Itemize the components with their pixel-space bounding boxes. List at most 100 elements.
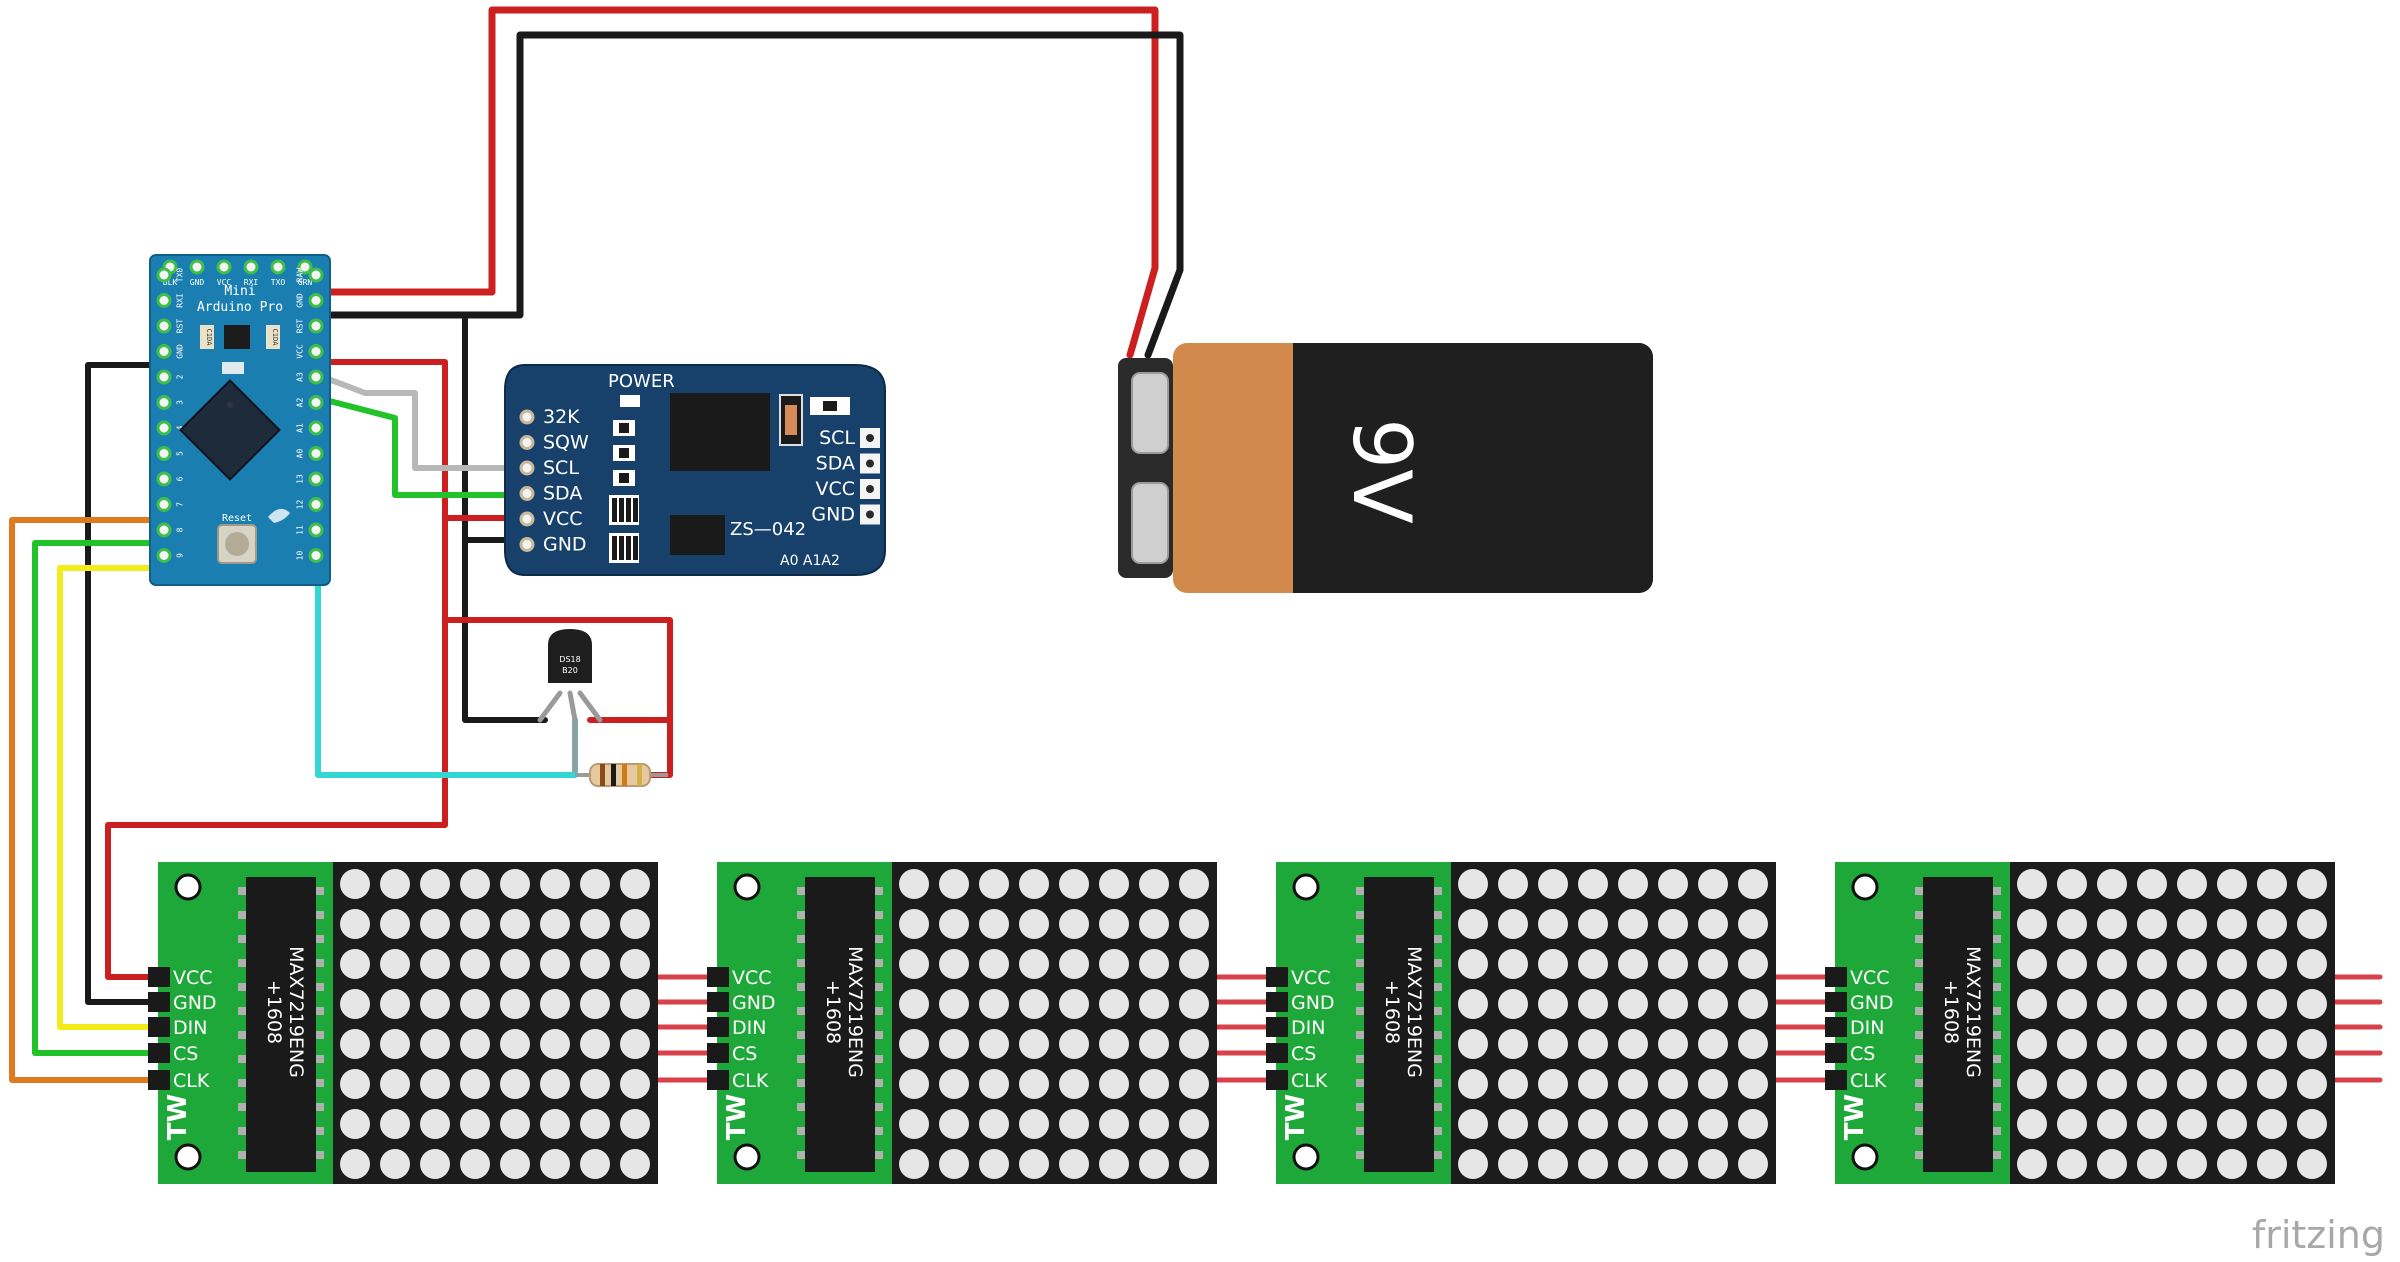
matrix-mount-hole: [1292, 1143, 1320, 1171]
arduino-left-pin[interactable]: [156, 446, 172, 461]
wire-battery-black[interactable]: [314, 31, 1184, 359]
matrix-header-pin[interactable]: [707, 1070, 729, 1090]
matrix-header-pin[interactable]: [1266, 1017, 1288, 1037]
wire-battery-red[interactable]: [314, 6, 1159, 359]
arduino-right-pin[interactable]: [308, 344, 324, 359]
arduino-left-pin[interactable]: [156, 497, 172, 512]
rtc-left-pin-label: SDA: [543, 483, 582, 505]
wire-clk[interactable]: [9, 517, 168, 1083]
led-dot: [2017, 1069, 2047, 1099]
wire-resistor-3[interactable]: [577, 690, 603, 723]
led-dot: [1019, 1149, 1049, 1179]
matrix-header-pin[interactable]: [148, 1070, 170, 1090]
arduino-right-pin[interactable]: [308, 395, 324, 410]
temperature-sensor[interactable]: DS18 B20: [548, 629, 592, 683]
matrix-header-pin[interactable]: [148, 992, 170, 1012]
wire-resistor[interactable]: [537, 690, 563, 723]
wire-din[interactable]: [57, 565, 168, 1030]
arduino-right-pin[interactable]: [308, 293, 324, 308]
arduino-right-pin[interactable]: [308, 548, 324, 563]
rtc-module[interactable]: POWER ZS—042 A0 A1A2 32KSQWSCLSDAVCCGND …: [504, 364, 886, 576]
chip-leg: [314, 1031, 324, 1039]
wire-cs[interactable]: [32, 540, 168, 1056]
matrix-header-pin[interactable]: [148, 967, 170, 987]
led-dot: [1498, 1109, 1528, 1139]
wire-resistor-2[interactable]: [567, 690, 578, 773]
matrix-header-pin[interactable]: [1266, 1070, 1288, 1090]
rtc-left-pin[interactable]: [519, 511, 535, 527]
arduino-right-pin[interactable]: [308, 522, 324, 538]
arduino-top-pin[interactable]: [216, 259, 232, 275]
led-dot: [2217, 909, 2247, 939]
rtc-left-pin[interactable]: [519, 409, 535, 425]
arduino-top-pin[interactable]: [270, 259, 286, 275]
led-dot: [2297, 949, 2327, 979]
led-dot: [1738, 949, 1768, 979]
arduino-left-pin[interactable]: [156, 420, 172, 436]
arduino-left-pin[interactable]: [156, 522, 172, 538]
matrix-header-pin[interactable]: [1825, 1017, 1847, 1037]
arduino-left-pin[interactable]: [156, 548, 172, 563]
matrix-header-pin[interactable]: [1825, 1043, 1847, 1063]
matrix-header-pin[interactable]: [707, 1043, 729, 1063]
wire-sda[interactable]: [315, 395, 528, 498]
battery-9v[interactable]: 9V: [1118, 343, 1653, 593]
chip-leg: [873, 935, 883, 943]
wire-gnd-rtc[interactable]: [462, 312, 548, 723]
matrix-header-pin[interactable]: [148, 1017, 170, 1037]
battery-terminal-2: [1131, 482, 1169, 564]
arduino-right-pin[interactable]: [308, 446, 324, 461]
wire-vcc-main[interactable]: [105, 359, 448, 980]
arduino-left-pin[interactable]: [156, 318, 172, 334]
arduino-right-pin[interactable]: [308, 267, 324, 283]
arduino-right-pin[interactable]: [308, 318, 324, 334]
resistor[interactable]: [575, 763, 668, 787]
matrix-header-pin[interactable]: [148, 1043, 170, 1063]
arduino-left-pin[interactable]: [156, 471, 172, 487]
matrix-header-pin[interactable]: [707, 992, 729, 1012]
wire-scl[interactable]: [315, 372, 528, 471]
matrix-pin-label: CS: [173, 1043, 198, 1065]
led-dot: [1059, 989, 1089, 1019]
rtc-left-pin[interactable]: [519, 537, 535, 552]
matrix-pin-label: DIN: [173, 1017, 207, 1039]
matrix-header-pin[interactable]: [1825, 992, 1847, 1012]
matrix-header-pin[interactable]: [707, 1017, 729, 1037]
arduino-left-pin[interactable]: [156, 344, 172, 359]
arduino-left-pin[interactable]: [156, 267, 172, 283]
chip-leg: [314, 911, 324, 919]
matrix-header-pin[interactable]: [1825, 1070, 1847, 1090]
matrix-header-pin[interactable]: [1266, 992, 1288, 1012]
led-dot: [2097, 909, 2127, 939]
arduino-right-pin[interactable]: [308, 369, 324, 385]
matrix-header-pin[interactable]: [707, 967, 729, 987]
arduino-reset-button[interactable]: [217, 524, 257, 564]
rtc-left-pin[interactable]: [519, 486, 535, 501]
rtc-right-pin-label: SDA: [816, 453, 855, 475]
rtc-left-pin[interactable]: [519, 435, 535, 450]
arduino-right-pin[interactable]: [308, 471, 324, 487]
arduino-left-pin[interactable]: [156, 293, 172, 308]
arduino-top-pin[interactable]: [297, 259, 313, 275]
arduino-right-pin-label: A1: [296, 423, 305, 433]
arduino-right-pin[interactable]: [308, 497, 324, 512]
matrix-header-pin[interactable]: [1266, 967, 1288, 987]
rtc-left-pin[interactable]: [519, 460, 535, 476]
led-dot: [1658, 1029, 1688, 1059]
arduino-left-pin[interactable]: [156, 369, 172, 385]
led-dot: [899, 989, 929, 1019]
led-dot: [2017, 869, 2047, 899]
matrix-header-pin[interactable]: [1266, 1043, 1288, 1063]
arduino-top-pin[interactable]: [189, 259, 205, 275]
arduino-top-pin[interactable]: [243, 259, 259, 275]
arduino-right-pin[interactable]: [308, 420, 324, 436]
arduino-left-pin[interactable]: [156, 395, 172, 410]
wire-gnd-matrix[interactable]: [85, 362, 168, 1005]
matrix-header-pin[interactable]: [1825, 967, 1847, 987]
